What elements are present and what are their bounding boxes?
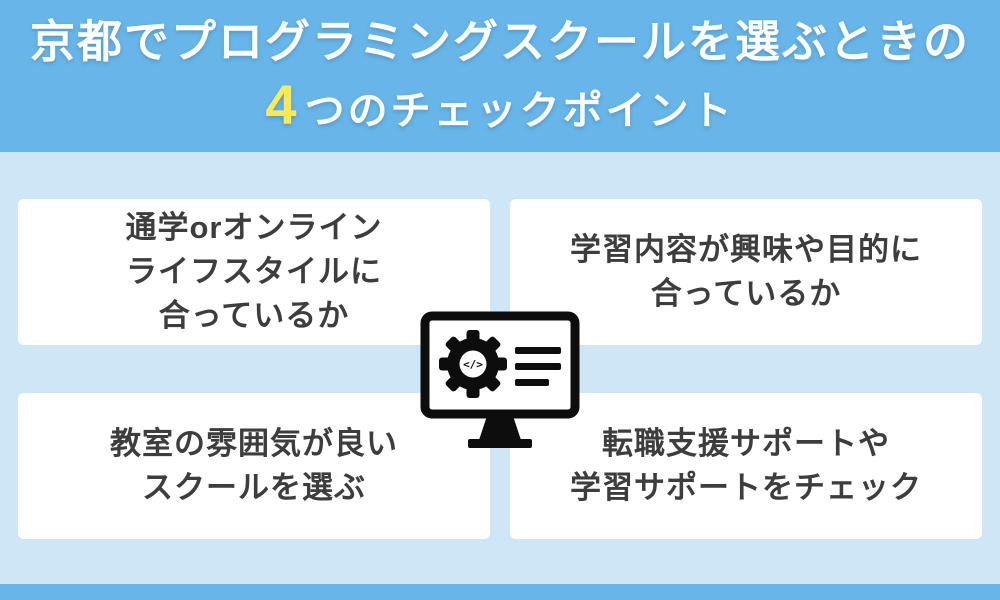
monitor-gear-code-svg: </> bbox=[420, 311, 580, 448]
code-glyph: </> bbox=[463, 358, 483, 371]
checkpoint-card-curriculum: 学習内容が興味や目的に 合っているか bbox=[510, 199, 982, 345]
checkpoint-card-commute: 通学orオンライン ライフスタイルに 合っているか bbox=[18, 199, 490, 345]
header-title-line1: 京都でプログラミングスクールを選ぶときの bbox=[29, 16, 970, 68]
checkpoint-card-text: 学習内容が興味や目的に 合っているか bbox=[570, 231, 922, 311]
header-title-line2: 4 つのチェックポイント bbox=[265, 71, 734, 138]
bottom-strip bbox=[0, 584, 1000, 600]
header-banner: 京都でプログラミングスクールを選ぶときの 4 つのチェックポイント bbox=[0, 0, 1000, 152]
checkpoint-count: 4 bbox=[265, 72, 300, 136]
checkpoint-card-atmosphere: 教室の雰囲気が良い スクールを選ぶ bbox=[18, 393, 490, 539]
checkpoint-card-text: 転職支援サポートや 学習サポートをチェック bbox=[570, 425, 922, 505]
checkpoint-card-text: 通学orオンライン ライフスタイルに 合っているか bbox=[125, 209, 383, 333]
text-lines-icon bbox=[515, 347, 561, 386]
checkpoint-card-support: 転職支援サポートや 学習サポートをチェック bbox=[510, 393, 982, 539]
monitor-stand bbox=[468, 416, 532, 448]
gear-icon: </> bbox=[439, 330, 507, 398]
header-title-line2-rest: つのチェックポイント bbox=[304, 88, 735, 133]
monitor-gear-code-icon: </> bbox=[413, 310, 587, 456]
checkpoint-card-text: 教室の雰囲気が良い スクールを選ぶ bbox=[110, 425, 398, 505]
